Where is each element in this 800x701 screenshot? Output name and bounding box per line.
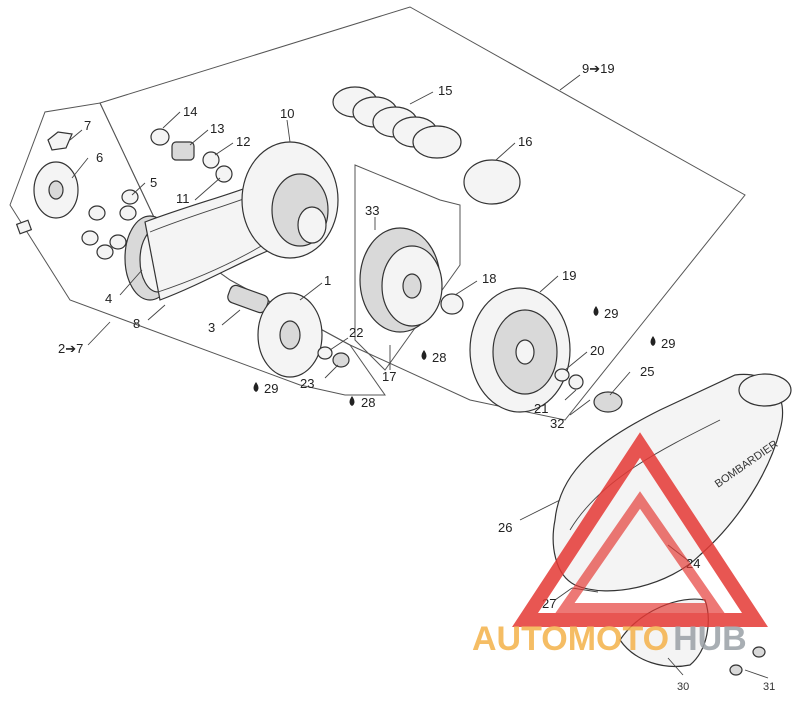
clutch-group bbox=[359, 227, 571, 413]
part-25-bearing bbox=[593, 391, 623, 413]
callout-20: 20 bbox=[590, 343, 604, 358]
callout-23: 23 bbox=[300, 376, 314, 391]
callout-29-a: 29 bbox=[264, 381, 278, 396]
callout-28-b: 28 bbox=[432, 350, 446, 365]
callout-6: 6 bbox=[96, 150, 103, 165]
callout-4: 4 bbox=[105, 291, 112, 306]
grease-drop-icon bbox=[349, 396, 355, 406]
group-frame-17 bbox=[354, 164, 461, 371]
callout-17: 17 bbox=[382, 369, 396, 384]
part-16-ring bbox=[463, 159, 521, 205]
callout-18: 18 bbox=[482, 271, 496, 286]
part-13-bushing bbox=[171, 141, 195, 161]
callout-28-a: 28 bbox=[361, 395, 375, 410]
output-shaft-parts bbox=[554, 368, 623, 413]
part-22-washer bbox=[317, 346, 333, 360]
watermark-triangle-outer bbox=[512, 432, 768, 627]
part-7-slider bbox=[47, 131, 73, 151]
callout-labels: 7 6 5 4 8 2➔7 3 1 22 23 29 28 11 12 13 1… bbox=[58, 61, 775, 693]
callout-16: 16 bbox=[518, 134, 532, 149]
callout-32: 32 bbox=[550, 416, 564, 431]
callout-14: 14 bbox=[183, 104, 197, 119]
callout-9-19: 9➔19 bbox=[582, 61, 615, 76]
callout-5: 5 bbox=[150, 175, 157, 190]
driven-pulley-group bbox=[150, 128, 339, 259]
fixed-half-group bbox=[227, 284, 350, 378]
part-31-screw-a bbox=[752, 646, 766, 658]
grease-drop-icon bbox=[421, 350, 427, 360]
callout-31: 31 bbox=[763, 681, 775, 693]
callout-25: 25 bbox=[640, 364, 654, 379]
part-23-nut bbox=[332, 352, 350, 368]
group-frame-2-7 bbox=[9, 102, 386, 396]
callout-29-c: 29 bbox=[661, 336, 675, 351]
callout-22: 22 bbox=[349, 325, 363, 340]
callout-30: 30 bbox=[677, 681, 689, 693]
clutch-springs bbox=[332, 86, 521, 205]
callout-19: 19 bbox=[562, 268, 576, 283]
callout-21: 21 bbox=[534, 401, 548, 416]
callout-7: 7 bbox=[84, 118, 91, 133]
watermark-triangle-inner bbox=[555, 491, 725, 613]
callout-12: 12 bbox=[236, 134, 250, 149]
part-20-washer bbox=[554, 368, 570, 382]
part-14-ring bbox=[150, 128, 170, 146]
callout-15: 15 bbox=[438, 83, 452, 98]
part-3-spacer bbox=[227, 284, 269, 314]
callout-13: 13 bbox=[210, 121, 224, 136]
callout-1: 1 bbox=[324, 273, 331, 288]
part-21-ring bbox=[568, 374, 584, 390]
callout-29-b: 29 bbox=[604, 306, 618, 321]
callout-8: 8 bbox=[133, 316, 140, 331]
grease-drop-icon bbox=[593, 306, 599, 316]
callout-2-7: 2➔7 bbox=[58, 341, 83, 356]
part-18-nut bbox=[440, 293, 464, 315]
callout-10: 10 bbox=[280, 106, 294, 121]
grease-drop-icons bbox=[253, 306, 656, 406]
grease-drop-icon bbox=[253, 382, 259, 392]
callout-33: 33 bbox=[365, 203, 379, 218]
callout-26: 26 bbox=[498, 520, 512, 535]
grease-drop-icon bbox=[650, 336, 656, 346]
part-31-screw-b bbox=[729, 664, 743, 676]
callout-3: 3 bbox=[208, 320, 215, 335]
part-12-seal bbox=[202, 151, 220, 169]
callout-11: 11 bbox=[176, 191, 190, 206]
